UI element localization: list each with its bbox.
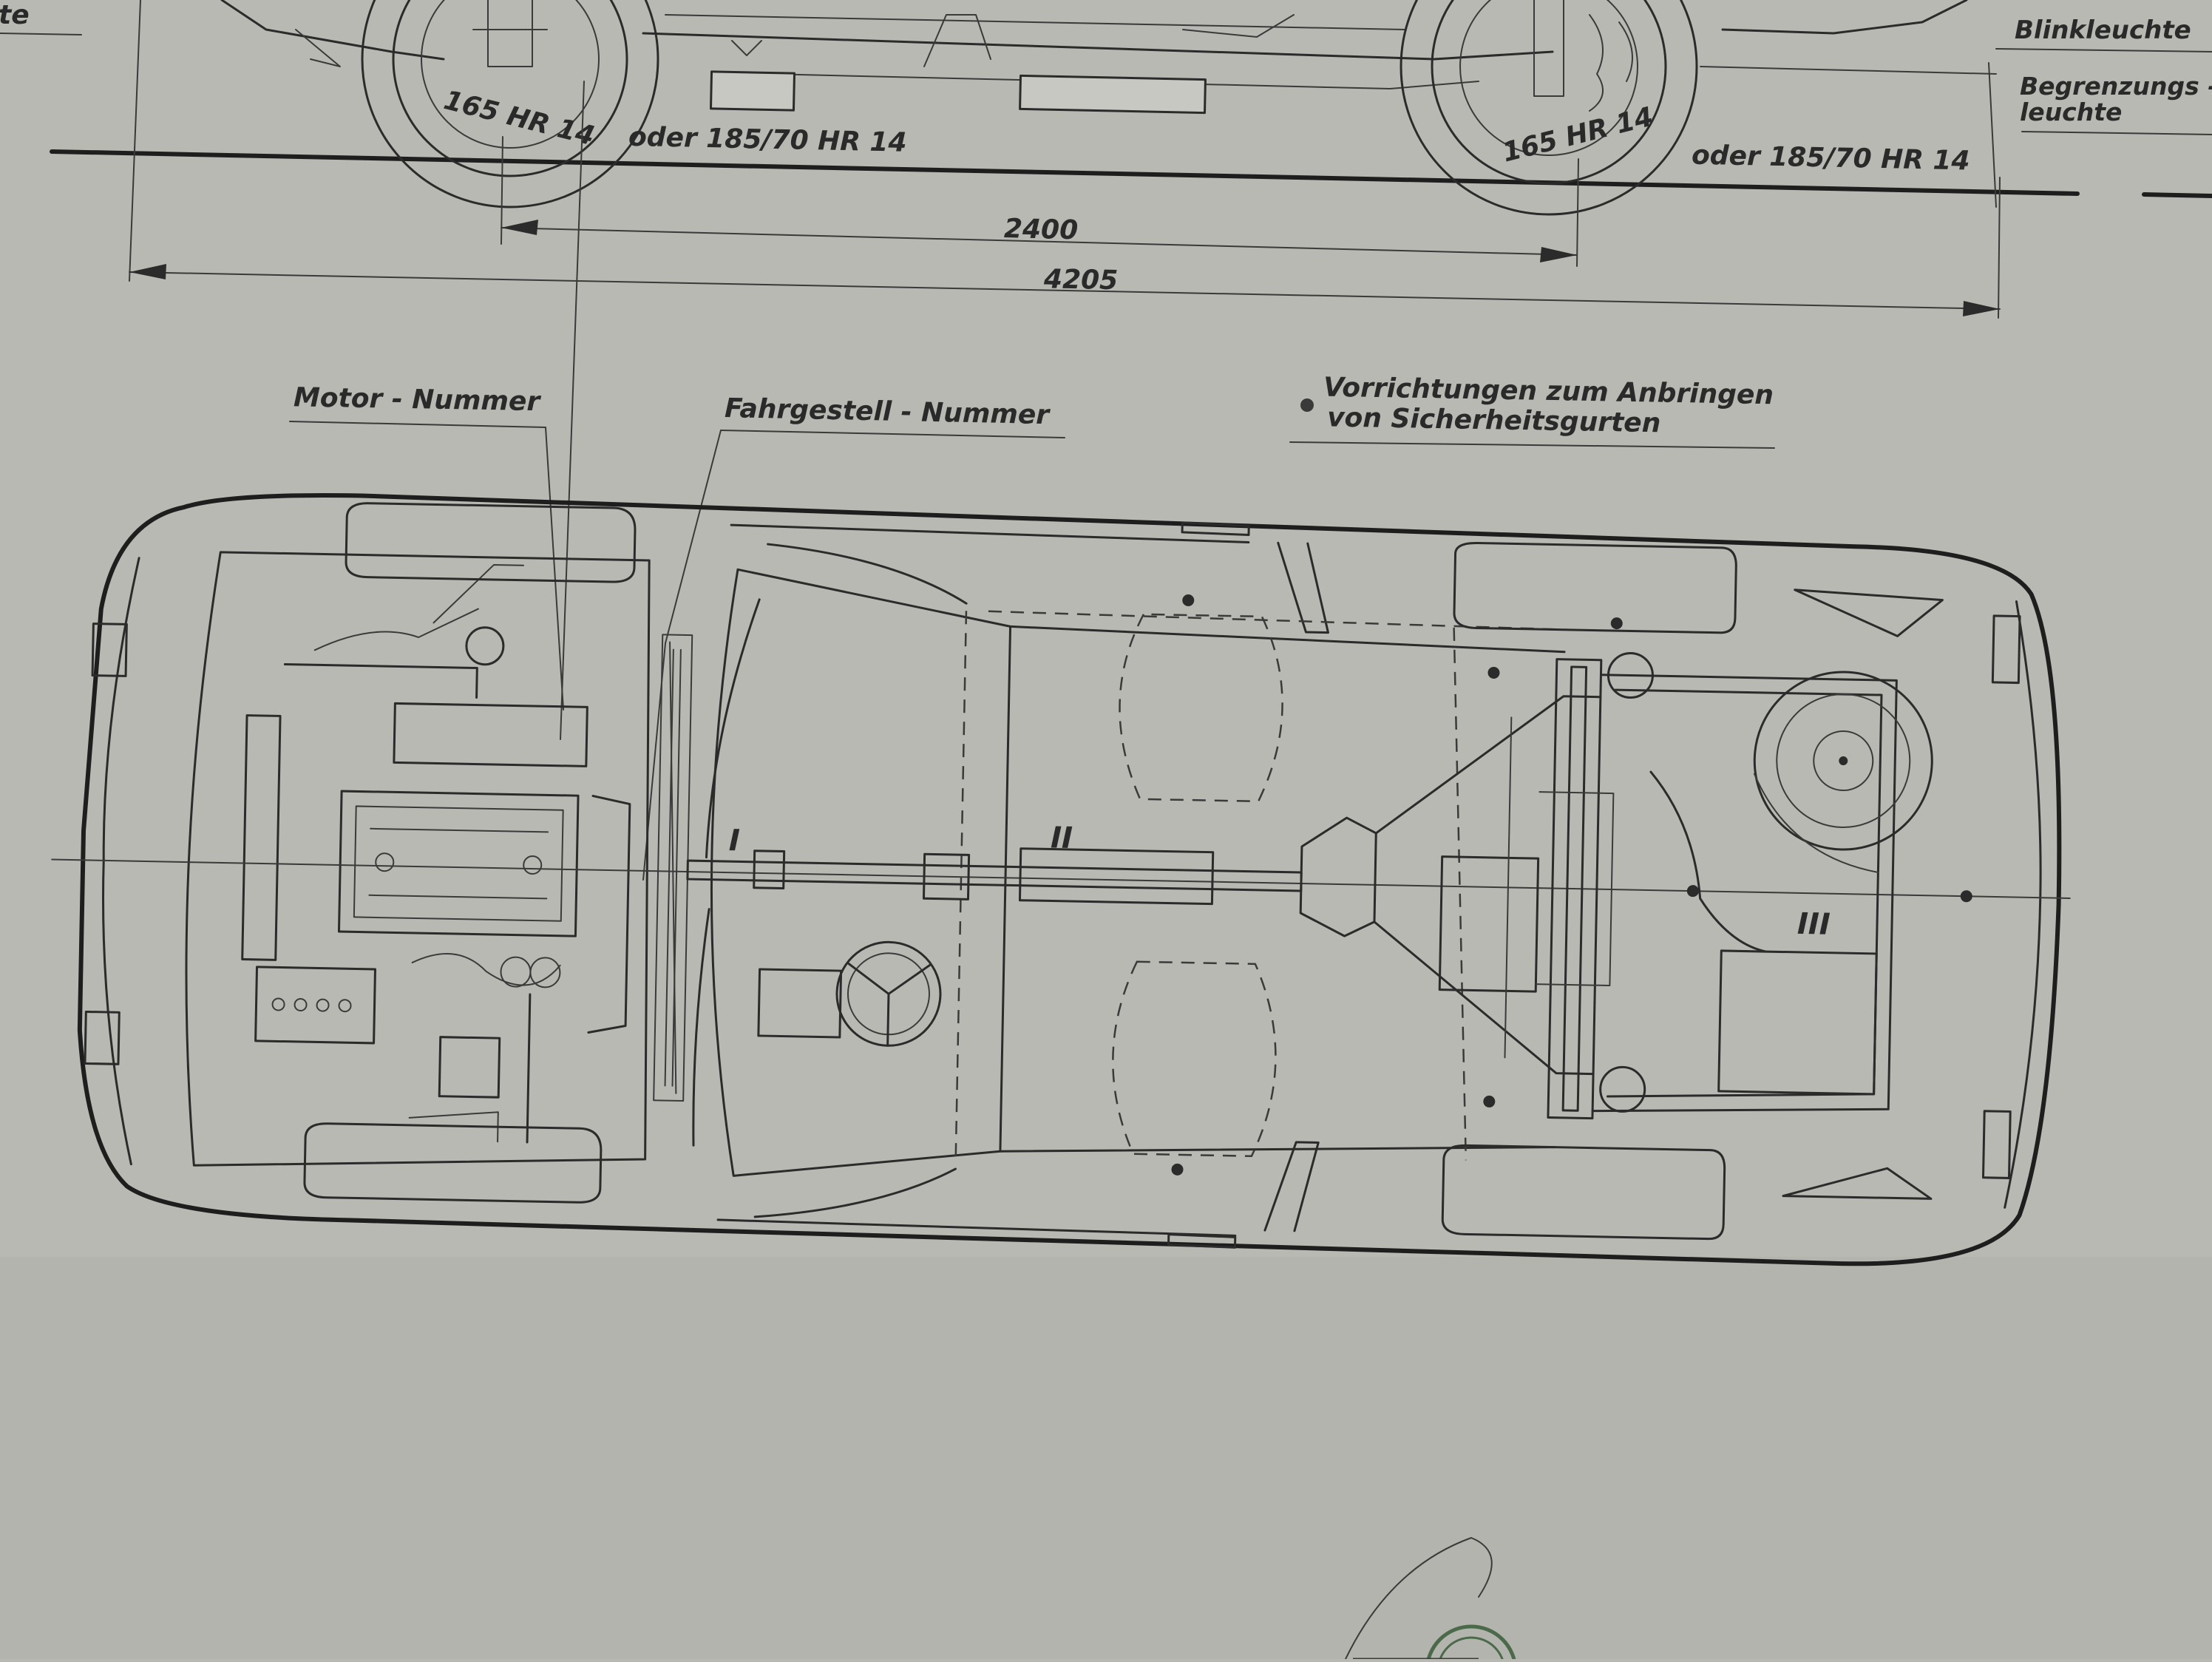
motor-nummer-label: Motor - Nummer — [294, 382, 542, 417]
dimension-lines: 2400 4205 — [129, 0, 2001, 319]
begrenzungsleuchte-label-line2: leuchte — [2020, 98, 2122, 126]
rear-wheel-side — [1400, 0, 1698, 216]
rear-tire-alt-label: oder 185/70 HR 14 — [1692, 140, 1970, 177]
belt-mount-symbol — [1300, 398, 1314, 412]
body-outline — [77, 492, 2062, 1266]
spare-wheel — [1753, 671, 1933, 873]
section-marker-i: I — [728, 824, 740, 858]
rear-axle — [1373, 651, 1898, 1120]
section-marker-ii: II — [1051, 821, 1073, 855]
begrenzungsleuchte-label-line1: Begrenzungs - — [2020, 72, 2212, 101]
callouts: Motor - Nummer Fahrgestell - Nummer Vorr… — [289, 81, 1775, 881]
blinkleuchte-label: Blinkleuchte — [2015, 16, 2191, 45]
top-view: I II III — [51, 492, 2071, 1266]
belt-mount-label-line2: von Sicherheitsgurten — [1327, 402, 1661, 438]
wheelbase-dimension: 2400 — [1003, 214, 1078, 245]
overall-length-dimension: 4205 — [1043, 264, 1119, 296]
section-marker-iii: III — [1797, 907, 1831, 942]
front-tire-alt-label: oder 185/70 HR 14 — [628, 122, 907, 158]
engine — [241, 563, 631, 1144]
corner-label-fragment: te — [0, 0, 30, 30]
front-wheel-side — [361, 0, 659, 208]
fahrgestell-nummer-label: Fahrgestell - Nummer — [725, 393, 1051, 430]
